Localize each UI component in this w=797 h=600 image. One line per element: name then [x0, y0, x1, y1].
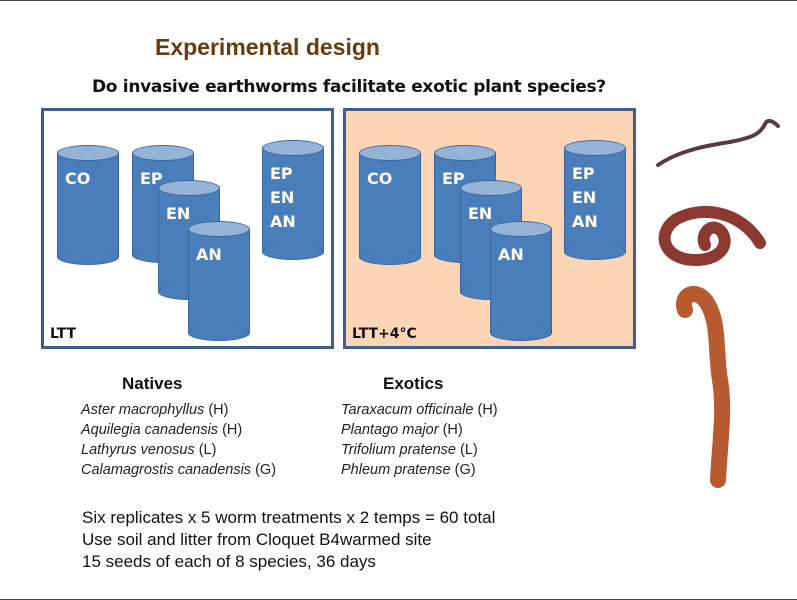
natives-heading: Natives — [122, 374, 183, 393]
list-item: Trifolium pratense (L) — [341, 442, 478, 458]
list-item: Calamagrostis canadensis (G) — [81, 462, 277, 478]
earthworm-illustrations — [656, 118, 780, 488]
cylinder-an: AN — [188, 221, 250, 341]
slide-title: Experimental design — [155, 34, 380, 60]
natives-list: Aster macrophyllus (H) Aquilegia canaden… — [81, 400, 276, 480]
list-item: Lathyrus venosus (L) — [81, 442, 217, 458]
exotics-heading: Exotics — [383, 374, 444, 393]
note-line: Six replicates x 5 worm treatments x 2 t… — [82, 508, 496, 527]
note-line: 15 seeds of each of 8 species, 36 days — [82, 552, 376, 571]
exotics-list: Taraxacum officinale (H) Plantago major … — [341, 400, 498, 480]
list-item: Phleum pratense (G) — [341, 462, 476, 478]
cylinder-co: CO — [57, 145, 119, 265]
cylinder-co: CO — [359, 145, 421, 265]
list-item: Aquilegia canadensis (H) — [81, 422, 243, 438]
panel-label: LTT — [50, 326, 77, 342]
note-line: Use soil and litter from Cloquet B4warme… — [82, 530, 432, 549]
design-notes: Six replicates x 5 worm treatments x 2 t… — [82, 507, 495, 573]
anecic-worm-icon — [676, 285, 731, 488]
research-question: Do invasive earthworms facilitate exotic… — [92, 77, 606, 97]
list-item: Taraxacum officinale (H) — [341, 402, 498, 418]
list-item: Aster macrophyllus (H) — [81, 402, 229, 418]
endogeic-worm-icon — [658, 205, 766, 267]
panel-label: LTT+4°C — [352, 326, 417, 342]
cylinder-an: AN — [490, 221, 552, 341]
list-item: Plantago major (H) — [341, 422, 463, 438]
epigeic-worm-icon — [656, 118, 780, 167]
